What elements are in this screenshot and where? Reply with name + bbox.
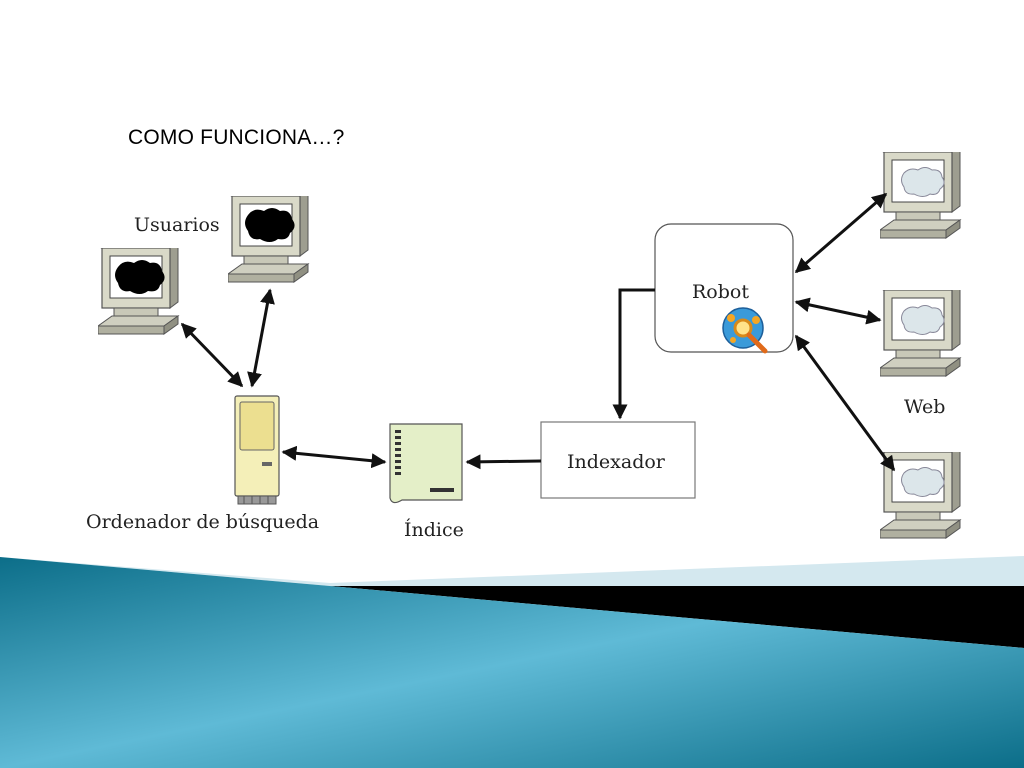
arrow-robot-indexer — [612, 288, 655, 420]
indexer-box — [540, 421, 696, 499]
label-indexador: Indexador — [567, 451, 665, 473]
web-computer-1 — [880, 152, 961, 239]
arrow-robot-web2 — [794, 297, 882, 325]
arrow-robot-web1 — [794, 192, 888, 274]
label-indice: Índice — [404, 519, 464, 541]
globe-search-icon — [722, 307, 768, 354]
label-robot: Robot — [692, 281, 749, 303]
web-computer-2 — [880, 290, 961, 377]
index-document — [389, 423, 463, 504]
arrow-server-index — [281, 445, 387, 469]
label-usuarios: Usuarios — [134, 214, 220, 236]
user-computer-1 — [98, 248, 179, 335]
arrow-indexer-index — [465, 454, 542, 470]
label-web: Web — [904, 396, 946, 418]
arrow-user1-server — [180, 322, 244, 388]
web-computer-3 — [880, 452, 961, 539]
label-ordenador: Ordenador de búsqueda — [86, 511, 320, 533]
slide-title: COMO FUNCIONA…? — [128, 126, 345, 149]
user-computer-2 — [228, 196, 309, 283]
search-server-tower — [234, 395, 280, 505]
search-engine-diagram — [98, 152, 961, 539]
arrow-robot-web3 — [794, 334, 896, 472]
arrow-user2-server — [247, 288, 275, 388]
